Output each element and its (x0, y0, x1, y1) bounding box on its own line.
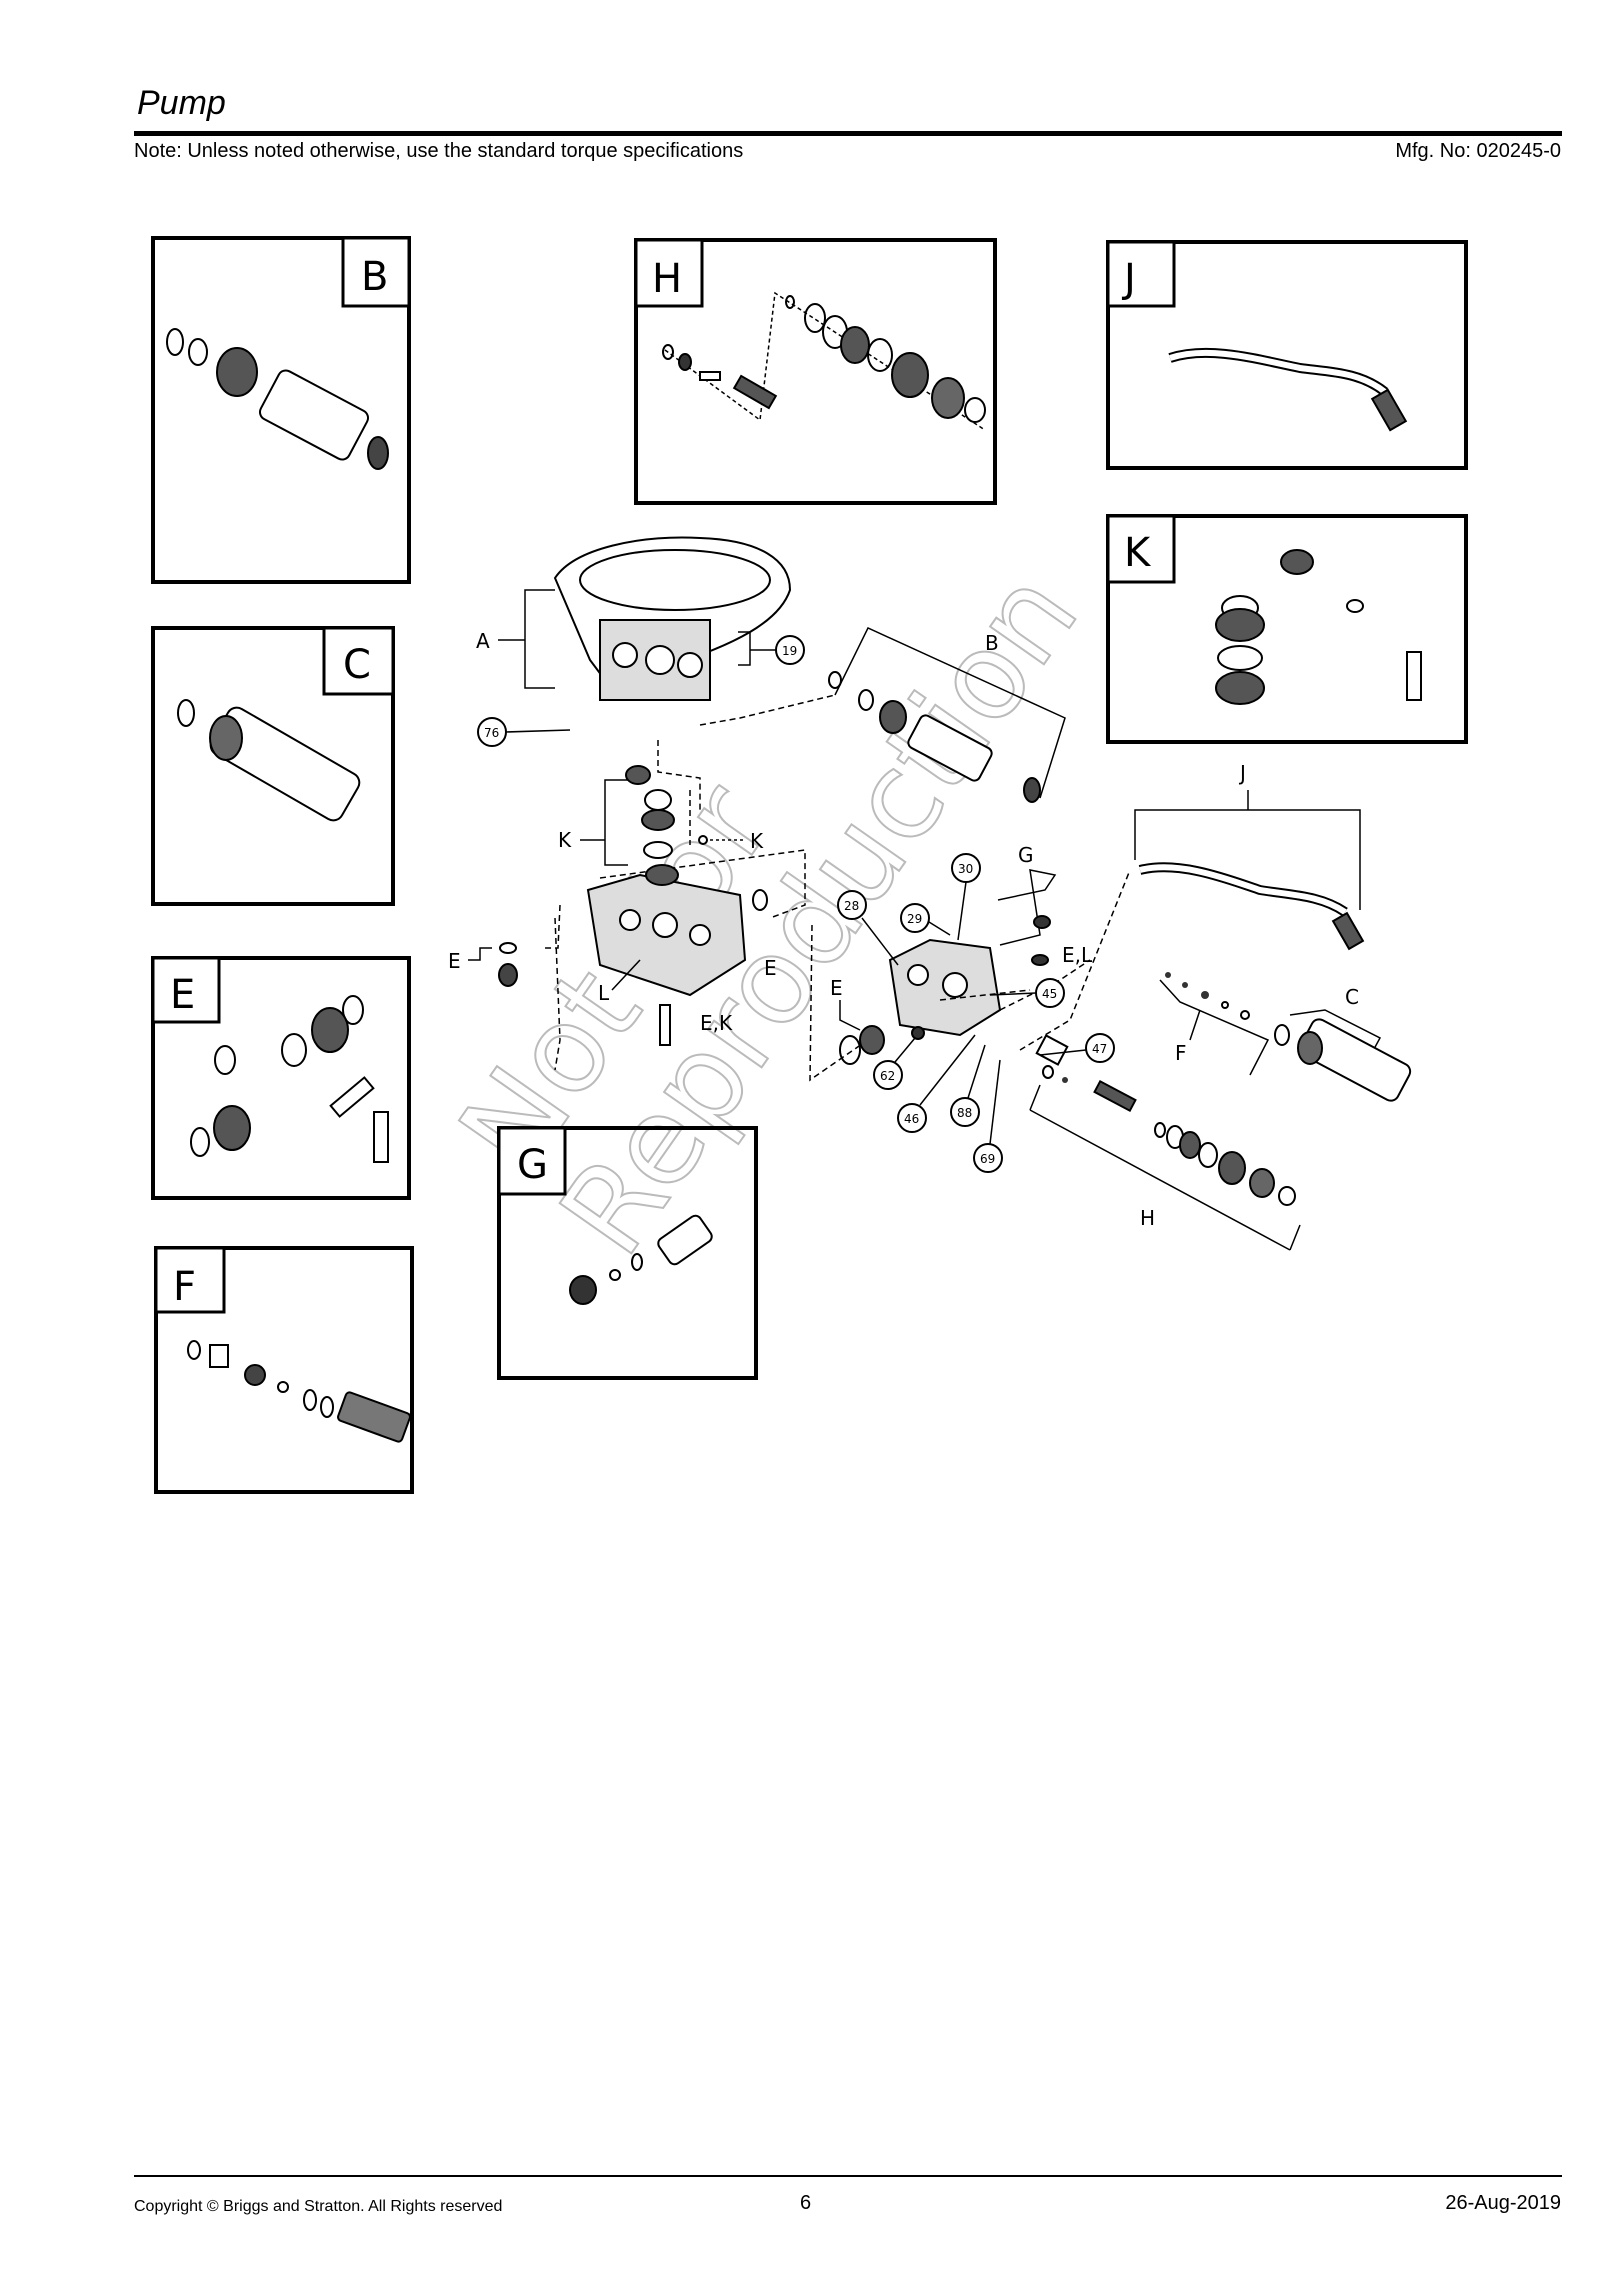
svg-text:E,K: E,K (700, 1011, 733, 1035)
group-b-parts: B (828, 627, 1066, 803)
svg-text:C: C (343, 642, 371, 688)
svg-text:G: G (517, 1142, 548, 1188)
svg-text:29: 29 (907, 912, 922, 926)
callout-19: 19 (738, 631, 805, 666)
panel-k: K (1106, 514, 1468, 744)
svg-text:J: J (1238, 761, 1246, 785)
svg-text:E,L: E,L (1062, 943, 1093, 967)
callout-62: 62 (873, 1037, 916, 1090)
group-g-parts: G E,L (997, 843, 1093, 967)
crankcase-assembly: A (476, 536, 792, 701)
svg-text:L: L (598, 981, 610, 1005)
torque-note: Note: Unless noted otherwise, use the st… (134, 140, 744, 162)
panel-c: C (151, 626, 395, 906)
mfg-number: Mfg. No: 020245-0 (1395, 140, 1561, 162)
callout-69: 69 (973, 1059, 1003, 1173)
svg-text:30: 30 (958, 862, 973, 876)
svg-text:88: 88 (957, 1106, 972, 1120)
svg-text:A: A (476, 629, 490, 653)
callout-47: 47 (1039, 1033, 1115, 1063)
group-c-parts: C (1274, 985, 1412, 1102)
callout-29: 29 (900, 903, 951, 936)
svg-text:B: B (361, 254, 388, 300)
callout-30: 30 (951, 853, 981, 941)
leader-lines (545, 694, 1131, 1082)
svg-text:E: E (170, 972, 195, 1018)
panel-b: B (151, 236, 411, 584)
group-f-parts: F (1159, 972, 1270, 1076)
svg-text:62: 62 (880, 1069, 895, 1083)
svg-text:J: J (1121, 256, 1136, 302)
svg-text:E: E (448, 949, 461, 973)
svg-text:F: F (1175, 1041, 1187, 1065)
svg-text:G: G (1018, 843, 1034, 867)
callout-46: 46 (897, 1034, 976, 1133)
page-title: Pump (137, 84, 226, 122)
svg-text:K: K (750, 829, 764, 853)
svg-text:K: K (558, 828, 572, 852)
panel-e: E (151, 956, 411, 1200)
copyright: Copyright © Briggs and Stratton. All Rig… (134, 2198, 503, 2215)
footer-rule (134, 2175, 1562, 2177)
callout-45: 45 (989, 978, 1065, 1008)
callout-88: 88 (950, 1044, 986, 1127)
panel-g: G (497, 1126, 758, 1380)
header-rule (134, 131, 1562, 136)
group-j-parts: J (1134, 761, 1365, 951)
svg-text:45: 45 (1042, 987, 1057, 1001)
pump-head (888, 938, 1002, 1037)
svg-text:H: H (1140, 1206, 1155, 1230)
panel-f: F (154, 1246, 414, 1494)
svg-text:69: 69 (980, 1152, 995, 1166)
svg-text:19: 19 (782, 644, 797, 658)
callout-28: 28 (837, 890, 899, 966)
svg-text:E: E (764, 956, 777, 980)
group-k-parts: K K (558, 765, 764, 886)
page-date: 26-Aug-2019 (1445, 2192, 1561, 2214)
svg-text:F: F (173, 1264, 196, 1310)
callout-76: 76 (477, 717, 571, 747)
svg-text:47: 47 (1092, 1042, 1107, 1056)
svg-text:K: K (1124, 530, 1152, 576)
manifold-l: L (586, 873, 747, 1005)
svg-text:E: E (830, 976, 843, 1000)
svg-text:28: 28 (844, 899, 859, 913)
group-e-left: E E E,K (448, 889, 777, 1046)
group-h-parts: H (1029, 1034, 1301, 1251)
page-number: 6 (800, 2192, 812, 2214)
svg-text:76: 76 (484, 726, 499, 740)
group-e-right: E (830, 976, 925, 1065)
svg-text:C: C (1345, 985, 1359, 1009)
panel-j: J (1106, 240, 1468, 470)
svg-text:H: H (652, 256, 682, 302)
svg-text:B: B (985, 631, 999, 655)
svg-text:46: 46 (904, 1112, 919, 1126)
panel-h: H (634, 238, 997, 505)
